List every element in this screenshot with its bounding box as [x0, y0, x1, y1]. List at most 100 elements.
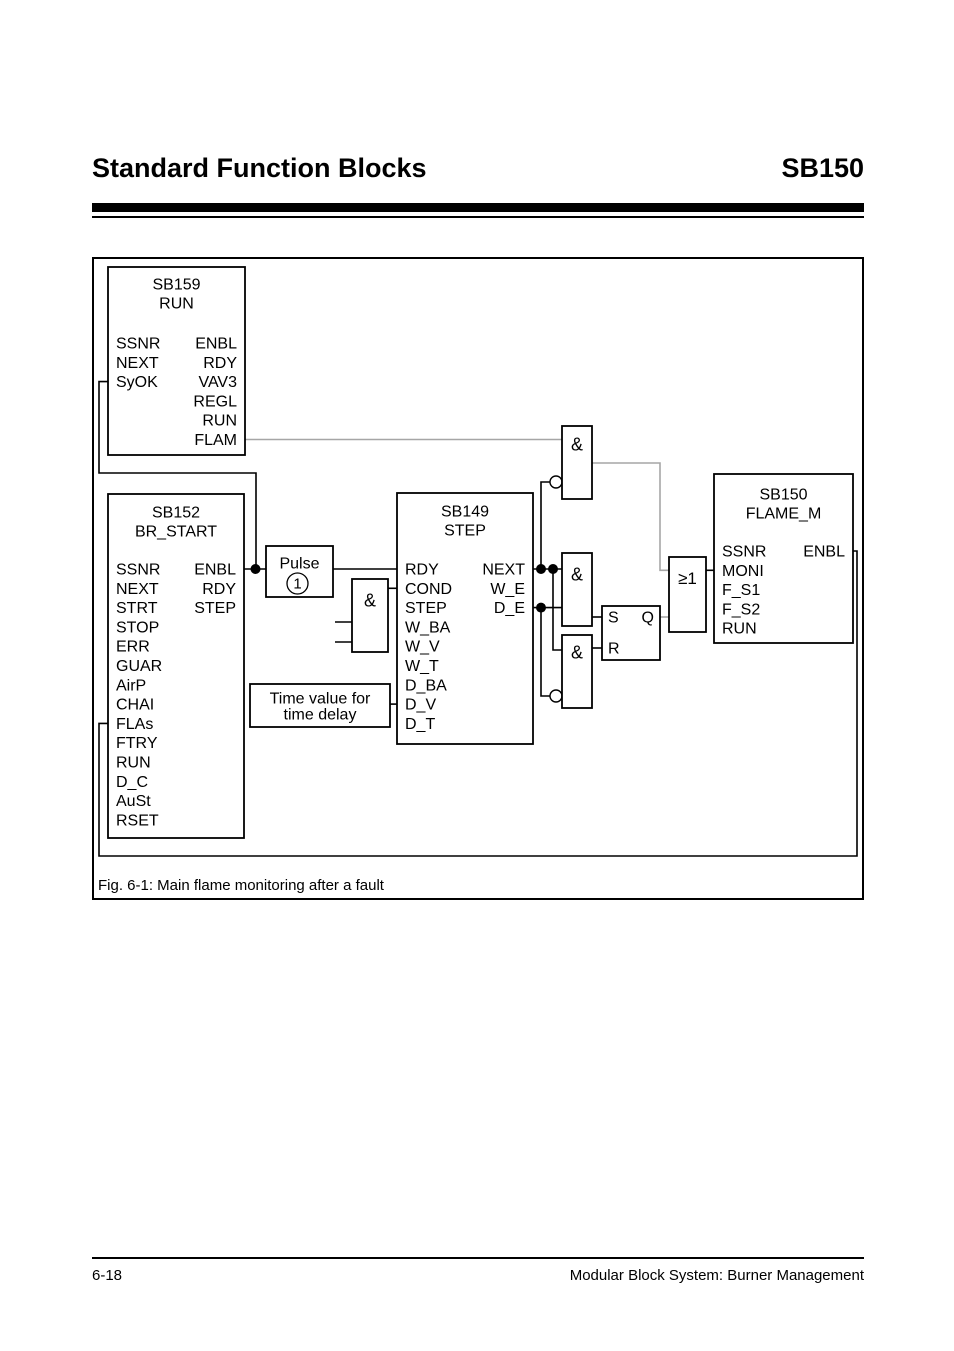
page-title: Standard Function Blocks — [92, 153, 427, 183]
sb150-block — [713, 473, 854, 644]
footer-manual-title: Modular Block System: Burner Management — [569, 1267, 864, 1284]
and-gate-1 — [351, 578, 389, 653]
sb152-subtitle: BR_START — [135, 524, 217, 541]
and-gate-top — [561, 425, 593, 500]
port-label: RDY — [405, 562, 439, 579]
figure-frame: SB159 RUN SSNR NEXT SyOK ENBL RDY VAV3 R… — [92, 257, 864, 900]
port-label: STRT — [116, 600, 158, 617]
port-label: ENBL — [803, 544, 845, 561]
sr-reset-label: R — [608, 641, 620, 658]
sb152-title: SB152 — [152, 505, 200, 522]
port-label: RDY — [203, 355, 237, 372]
wire-next-to-andtop-neg — [540, 481, 550, 569]
port-label: GUAR — [116, 658, 162, 675]
port-label: NEXT — [116, 355, 159, 372]
port-label: W_V — [405, 639, 440, 656]
port-label: F_S2 — [722, 601, 760, 618]
page-code: SB150 — [781, 153, 864, 183]
and-gate-symbol: & — [571, 565, 583, 585]
footer-rule — [92, 1257, 864, 1259]
and-gate-symbol: & — [571, 435, 583, 455]
port-label: D_T — [405, 716, 435, 733]
port-label: FLAM — [194, 432, 237, 449]
page-header: Standard Function Blocks SB150 — [92, 153, 864, 184]
sb159-subtitle: RUN — [159, 296, 194, 313]
junction-dot — [536, 602, 546, 613]
port-label: D_V — [405, 697, 436, 714]
port-label: ENBL — [194, 562, 236, 579]
time-value-block — [249, 683, 391, 728]
port-label: SSNR — [722, 544, 766, 561]
junction-dot — [536, 564, 546, 574]
port-label: NEXT — [116, 581, 159, 598]
port-label: AuSt — [116, 793, 151, 810]
port-label: STEP — [194, 600, 236, 617]
port-label: W_E — [490, 581, 525, 598]
sb152-block — [107, 493, 245, 839]
sb149-block — [396, 492, 534, 745]
wire-andtop-to-or-gray — [592, 462, 669, 572]
figure-caption: Fig. 6-1: Main flame monitoring after a … — [98, 877, 384, 894]
port-label: RDY — [202, 581, 236, 598]
port-label: RUN — [202, 413, 237, 430]
header-rule-thick — [92, 203, 864, 212]
port-label: NEXT — [482, 562, 525, 579]
port-label: D_BA — [405, 677, 447, 694]
or-gate-symbol: ≥1 — [678, 569, 697, 588]
port-label: SSNR — [116, 562, 160, 579]
sb150-subtitle: FLAME_M — [746, 506, 822, 523]
port-label: REGL — [193, 393, 237, 410]
junction-dot — [548, 564, 558, 574]
sr-flipflop-block — [601, 605, 661, 661]
port-label: SyOK — [116, 374, 158, 391]
and-gate-symbol: & — [364, 591, 376, 611]
sb159-title: SB159 — [152, 277, 200, 294]
circled-number-icon — [286, 572, 309, 595]
sb149-subtitle: STEP — [444, 523, 486, 540]
figure-border — [92, 257, 864, 900]
port-label: RSET — [116, 812, 159, 829]
port-label: RUN — [722, 621, 757, 638]
block-diagram: SB159 RUN SSNR NEXT SyOK ENBL RDY VAV3 R… — [92, 257, 864, 900]
port-label: VAV3 — [198, 374, 237, 391]
header-rule-thin — [92, 216, 864, 218]
page-footer: 6-18 Modular Block System: Burner Manage… — [92, 1267, 864, 1284]
port-label: COND — [405, 581, 452, 598]
pulse-label: Pulse — [279, 556, 319, 573]
port-label: ERR — [116, 639, 150, 656]
port-label: SSNR — [116, 336, 160, 353]
page-number: 6-18 — [92, 1267, 123, 1284]
port-label: CHAI — [116, 697, 154, 714]
sr-set-label: S — [608, 610, 619, 627]
port-label: W_T — [405, 658, 439, 675]
port-label: D_E — [494, 600, 525, 617]
and-gate-middle — [561, 552, 593, 627]
sb159-block — [107, 266, 246, 456]
port-label: F_S1 — [722, 582, 760, 599]
time-value-line2: time delay — [284, 707, 357, 724]
and-gate-bottom — [561, 634, 593, 709]
port-label: AirP — [116, 677, 146, 694]
port-label: ENBL — [195, 336, 237, 353]
pulse-number: 1 — [293, 576, 301, 593]
wire-syok-link — [98, 380, 257, 569]
sb150-title: SB150 — [759, 487, 807, 504]
port-label: FLAs — [116, 716, 153, 733]
wire-enbl-feedback-to-flas — [98, 550, 858, 857]
port-label: RUN — [116, 755, 151, 772]
port-label: D_C — [116, 774, 148, 791]
junction-dot — [250, 564, 261, 574]
or-gate — [668, 556, 707, 633]
port-label: MONI — [722, 563, 764, 580]
sb149-title: SB149 — [441, 504, 489, 521]
and-gate-symbol: & — [571, 643, 583, 663]
port-label: STOP — [116, 619, 159, 636]
time-value-line1: Time value for — [270, 691, 371, 708]
negation-circle — [549, 475, 563, 489]
negation-circle — [549, 689, 563, 703]
wire-next-to-andbot — [552, 569, 562, 651]
port-label: W_BA — [405, 619, 451, 636]
port-label: STEP — [405, 600, 447, 617]
sr-q-label: Q — [642, 610, 654, 627]
